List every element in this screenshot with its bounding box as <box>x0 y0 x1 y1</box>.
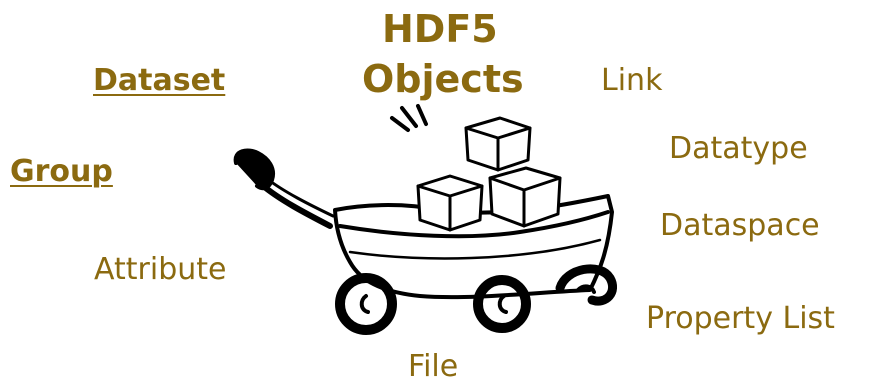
wagon-handle-shaft <box>259 182 333 229</box>
title-line-2: Objects <box>362 57 524 101</box>
label-dataspace: Dataspace <box>660 208 820 243</box>
wagon-handle <box>233 148 275 191</box>
label-datatype: Datatype <box>669 131 808 166</box>
label-link: Link <box>601 63 663 98</box>
wheel-front-left <box>335 273 397 335</box>
label-dataset[interactable]: Dataset <box>93 63 226 98</box>
label-file: File <box>408 349 459 384</box>
wheel-front-right <box>473 275 531 333</box>
label-group[interactable]: Group <box>10 154 113 189</box>
label-attribute: Attribute <box>94 252 227 287</box>
sparkle-lines <box>390 104 428 132</box>
wheel-back-right <box>555 264 618 306</box>
label-property-list: Property List <box>646 301 835 336</box>
title-line-1: HDF5 <box>382 7 498 51</box>
